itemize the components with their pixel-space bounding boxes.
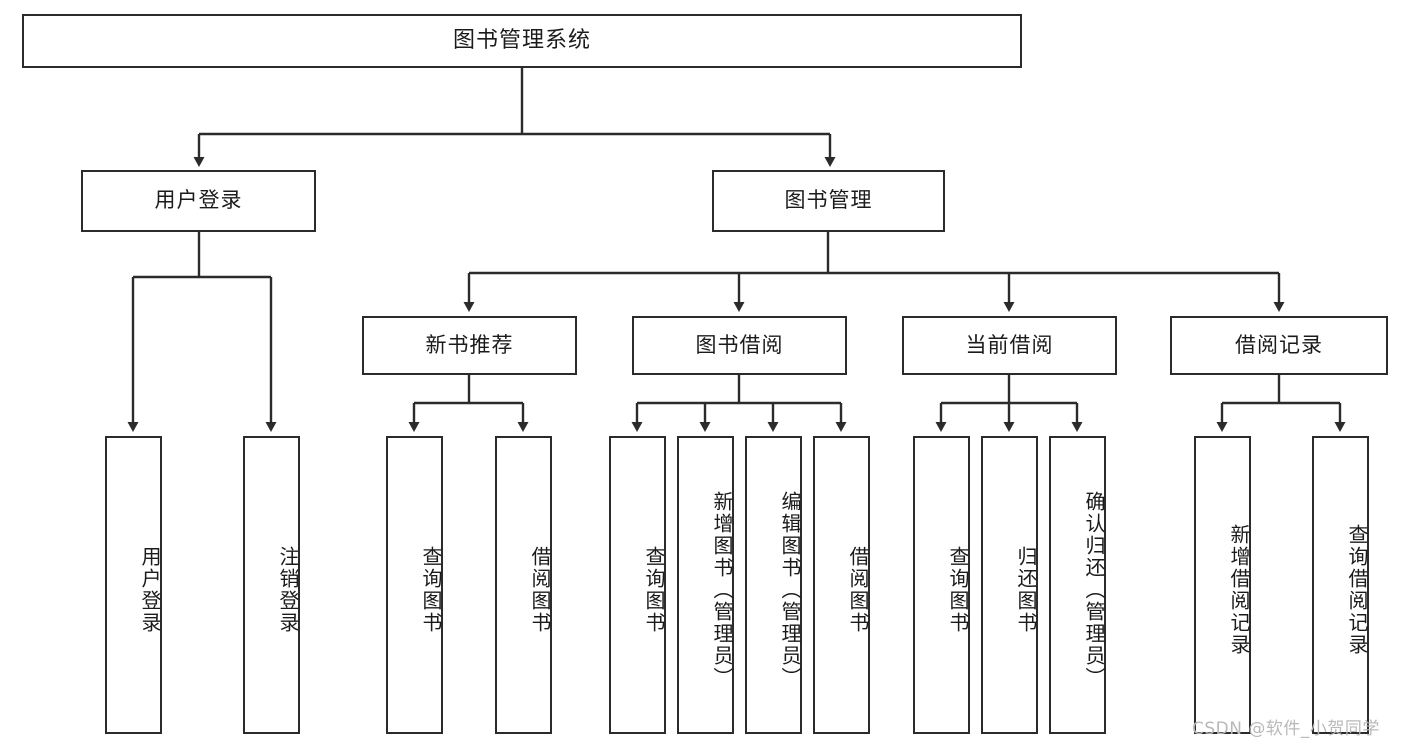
node-leaf-query-book-current[interactable]: 查询图书: [913, 436, 970, 734]
node-label: 借阅记录: [1235, 332, 1323, 357]
node-leaf-return-book[interactable]: 归还图书: [981, 436, 1038, 734]
node-root-book-management-system[interactable]: 图书管理系统: [22, 14, 1022, 68]
csdn-watermark: CSDN @软件_小贺同学: [1192, 719, 1380, 739]
node-label: 注销登录: [276, 546, 300, 634]
node-label: 图书管理: [784, 188, 873, 213]
node-label: 查询图书: [642, 546, 666, 634]
node-book-borrow[interactable]: 图书借阅: [632, 316, 847, 375]
node-leaf-query-record[interactable]: 查询借阅记录: [1312, 436, 1369, 734]
node-leaf-edit-book[interactable]: 编辑图书（管理员）: [745, 436, 802, 734]
node-leaf-borrow-book[interactable]: 借阅图书: [813, 436, 870, 734]
node-label: 确认归还（管理员）: [1082, 491, 1106, 689]
node-new-book-recommend[interactable]: 新书推荐: [362, 316, 577, 375]
node-label: 新书推荐: [425, 332, 514, 357]
node-label: 查询借阅记录: [1345, 524, 1369, 656]
node-leaf-user-login[interactable]: 用户登录: [105, 436, 162, 734]
node-label: 用户登录: [154, 188, 243, 213]
node-user-login[interactable]: 用户登录: [81, 170, 316, 232]
node-book-management[interactable]: 图书管理: [712, 170, 945, 232]
node-current-borrow[interactable]: 当前借阅: [902, 316, 1117, 375]
node-label: 新增图书（管理员）: [710, 491, 734, 689]
node-borrow-record[interactable]: 借阅记录: [1170, 316, 1388, 375]
node-label: 编辑图书（管理员）: [778, 491, 802, 689]
node-leaf-borrow-book-recommend[interactable]: 借阅图书: [495, 436, 552, 734]
node-leaf-query-book-recommend[interactable]: 查询图书: [386, 436, 443, 734]
node-leaf-query-book-borrow[interactable]: 查询图书: [609, 436, 666, 734]
node-label: 图书借阅: [695, 332, 784, 357]
node-leaf-logout[interactable]: 注销登录: [243, 436, 300, 734]
node-label: 借阅图书: [846, 546, 870, 634]
node-label: 新增借阅记录: [1227, 524, 1251, 656]
node-label: 查询图书: [419, 546, 443, 634]
node-label: 借阅图书: [528, 546, 552, 634]
node-label: 当前借阅: [965, 332, 1054, 357]
node-label: 用户登录: [138, 546, 162, 634]
node-leaf-add-book[interactable]: 新增图书（管理员）: [677, 436, 734, 734]
node-label: 归还图书: [1014, 546, 1038, 634]
node-label: 图书管理系统: [452, 27, 591, 53]
node-label: 查询图书: [946, 546, 970, 634]
node-leaf-add-record[interactable]: 新增借阅记录: [1194, 436, 1251, 734]
node-leaf-confirm-return[interactable]: 确认归还（管理员）: [1049, 436, 1106, 734]
